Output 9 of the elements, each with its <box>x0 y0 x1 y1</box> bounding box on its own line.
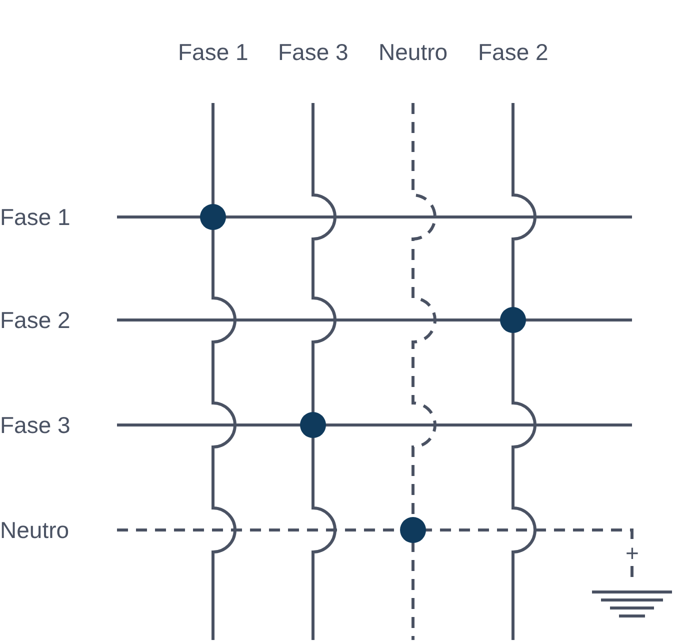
polarity-sign: + <box>626 542 639 564</box>
column-label: Fase 2 <box>478 40 548 64</box>
row-label: Fase 1 <box>0 206 70 228</box>
column-label: Fase 1 <box>178 40 248 64</box>
row-label: Neutro <box>0 518 70 542</box>
column-label: Neutro <box>378 40 448 64</box>
row-label: Fase 2 <box>0 308 70 332</box>
column-label: Fase 3 <box>278 40 348 64</box>
row-label: Fase 3 <box>0 414 70 436</box>
